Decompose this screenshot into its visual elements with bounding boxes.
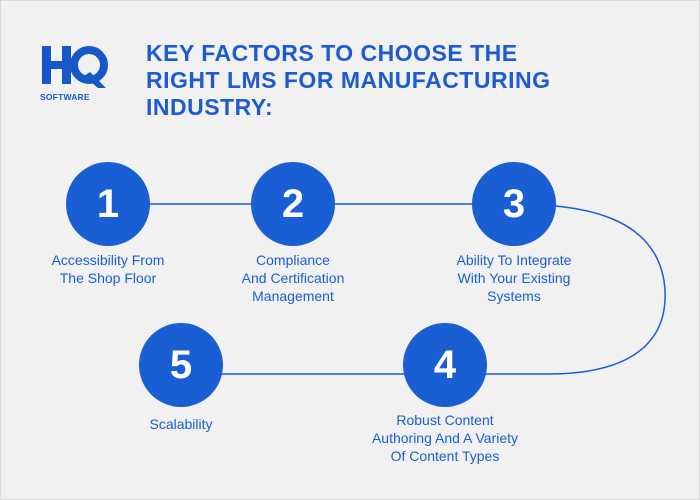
hq-logo-mark <box>42 46 108 88</box>
step-label-line: And Certification <box>241 270 345 286</box>
title-line: INDUSTRY: <box>146 94 274 120</box>
step-2-label: Compliance And Certification Management <box>203 251 383 305</box>
step-label-line: With Your Existing <box>457 270 571 286</box>
step-label-line: Ability To Integrate <box>456 252 572 268</box>
logo-subtitle: SOFTWARE <box>40 92 90 102</box>
step-label-line: Systems <box>487 288 541 304</box>
title-line: RIGHT LMS FOR MANUFACTURING <box>146 67 551 93</box>
step-label-line: Accessibility From <box>51 252 165 268</box>
step-label-line: Robust Content <box>396 412 494 428</box>
hq-software-logo: SOFTWARE <box>38 42 110 108</box>
step-label-line: Compliance <box>256 252 330 268</box>
step-2-circle: 2 <box>251 162 335 246</box>
step-3-label: Ability To Integrate With Your Existing … <box>424 251 604 305</box>
step-label-line: Management <box>252 288 334 304</box>
step-3-circle: 3 <box>472 162 556 246</box>
title-line: KEY FACTORS TO CHOOSE THE <box>146 40 518 66</box>
step-1-circle: 1 <box>66 162 150 246</box>
step-4-label: Robust Content Authoring And A Variety O… <box>355 411 535 465</box>
step-label-line: The Shop Floor <box>59 270 157 286</box>
page-title: KEY FACTORS TO CHOOSE THE RIGHT LMS FOR … <box>146 40 666 121</box>
step-4-circle: 4 <box>403 323 487 407</box>
step-1-label: Accessibility From The Shop Floor <box>18 251 198 287</box>
step-5-label: Scalability <box>91 415 271 433</box>
step-label-line: Scalability <box>149 416 213 432</box>
step-label-line: Authoring And A Variety <box>371 430 519 446</box>
step-5-circle: 5 <box>139 323 223 407</box>
step-label-line: Of Content Types <box>390 448 500 464</box>
